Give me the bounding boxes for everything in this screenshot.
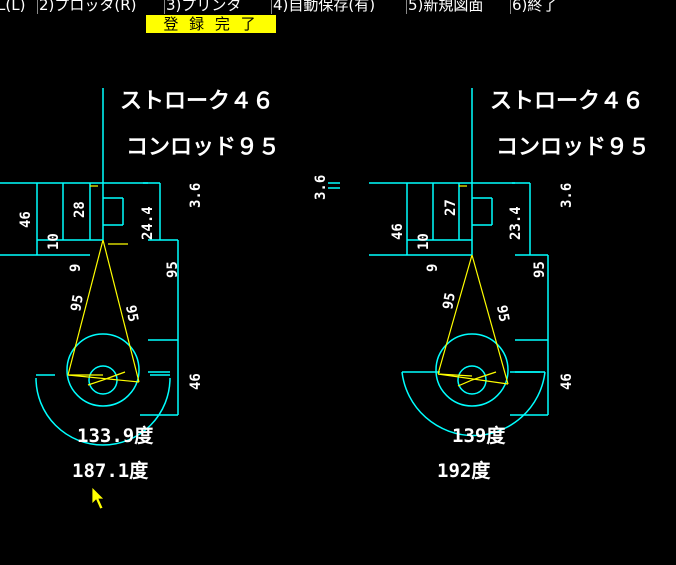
left-dim-46-bottom: 46 [188,373,204,390]
left-angle-2: 187.1度 [72,459,149,482]
status-badge: 登 録 完 了 [146,15,276,33]
menu-item-printer[interactable]: 3)プリンタ [164,0,241,14]
left-dim-24-4: 24.4 [140,206,156,240]
right-dim-10: 10 [416,233,432,250]
left-drawing [0,88,179,446]
right-dim-23-4: 23.4 [508,206,524,240]
left-angle-1: 133.9度 [77,424,154,447]
right-angle-1: 139度 [452,424,506,447]
right-dim-95-rod-left: 95 [440,291,459,310]
right-dim-95-rod-right: 95 [493,304,512,323]
right-dim-9: 9 [425,264,441,272]
left-dim-28: 28 [72,201,88,218]
left-dim-3-6: 3.6 [188,183,204,208]
menu-item-autosave[interactable]: 4)自動保存(有) [271,0,375,14]
right-dim-3-6: 3.6 [559,183,575,208]
right-dim-46-bottom: 46 [559,373,575,390]
center-dim-tick [328,182,340,189]
left-dim-95-rod-right: 95 [122,304,141,323]
arrow-cursor-icon [91,486,105,510]
left-dim-95-rod-left: 95 [68,293,87,312]
right-drawing [369,88,549,437]
left-dim-95: 95 [165,261,181,278]
right-rod-label: コンロッド９５ [496,135,650,160]
left-dim-9: 9 [68,264,84,272]
menu-bar: L(L) 2)プロッタ(R) 3)プリンタ 4)自動保存(有) 5)新規図面 6… [0,0,676,16]
left-rod-label: コンロッド９５ [126,135,280,160]
menu-item-l[interactable]: L(L) [0,0,26,14]
right-dim-95: 95 [532,261,548,278]
menu-item-plotter[interactable]: 2)プロッタ(R) [37,0,137,14]
left-drawing-rods [67,185,140,386]
right-dim-27: 27 [443,199,459,216]
left-stroke-label: ストローク４６ [120,89,274,114]
menu-item-exit[interactable]: 6)終了 [510,0,557,14]
right-stroke-label: ストローク４６ [490,89,644,114]
right-angle-2: 192度 [437,459,491,482]
right-dim-46-height: 46 [390,223,406,240]
left-dim-46-height: 46 [18,211,34,228]
center-dim-3-6: 3.6 [313,175,329,200]
menu-item-new-drawing[interactable]: 5)新規図面 [406,0,483,14]
left-dim-10: 10 [46,233,62,250]
right-drawing-rods [437,185,509,387]
